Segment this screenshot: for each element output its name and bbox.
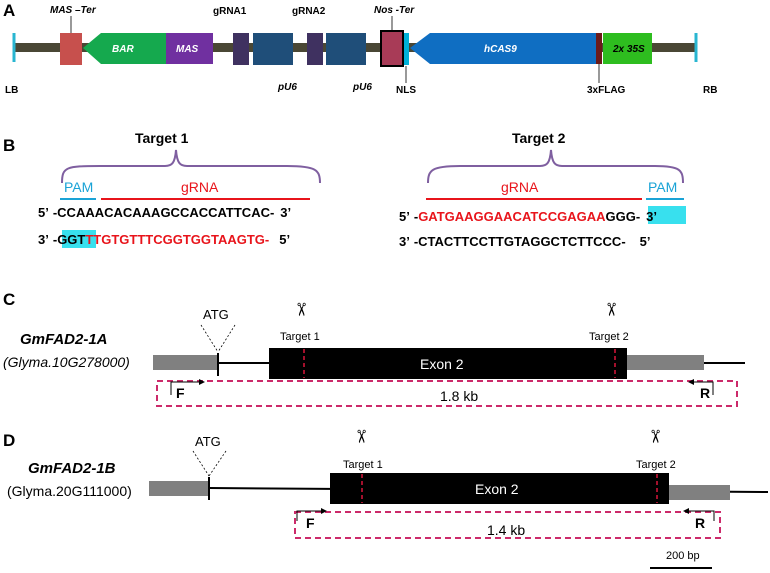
target2-title: Target 2 [512,130,566,146]
gene-1b-name: GmFAD2-1B [28,460,116,477]
gene-1b-exon2 [330,473,669,504]
gene-1b-atg: ATG [195,434,221,449]
gene-1b-id: (Glyma.20G111000) [7,483,132,499]
gene-1a-atg-pointer-right [217,324,236,353]
gene-1a-primer-r-arrow [690,381,714,395]
gene-1b-target2-label: Target 2 [636,459,676,471]
gene-1b-primer-r-head [683,508,689,514]
grna1-element [233,33,249,65]
pu6-promoter-1 [253,33,293,65]
target2-top-strand: 5’-GATGAAGGAACATCCGAGAAGGG-3’ [399,209,657,224]
scissors-icon: ✂ [600,302,621,317]
gene-1a-target2-label: Target 2 [589,331,629,343]
gene-model-1b: GmFAD2-1B (Glyma.20G111000) ATG Exon 2 ✂… [7,429,769,569]
panel-d-letter: D [3,431,15,450]
gene-1b-primer-r: R [695,515,705,531]
target1-bottom-strand: 3’-GGTTTGTGTTTCGGTGGTAAGTG-5’ [38,232,290,247]
rb-label: RB [703,85,717,96]
gene-1b-target1-label: Target 1 [343,459,383,471]
mas-label: MAS [176,44,199,55]
scale-bar-label: 200 bp [666,550,700,562]
hcas9-label: hCAS9 [484,44,517,55]
lb-label: LB [5,85,18,96]
gene-1a-primer-r-head [688,379,694,385]
gene-1b-amplicon-box [294,511,721,539]
target2-group: Target 2 gRNA PAM 5’-GATGAAGGAACATCCGAGA… [399,130,686,249]
target2-pam-label: PAM [648,179,677,195]
target2-grna-label: gRNA [501,179,539,195]
panel-a-letter: A [3,1,15,20]
nls-element [404,33,409,65]
nls-label: NLS [396,85,416,96]
mas-promoter [166,33,213,64]
grna1-label: gRNA1 [213,6,247,17]
panel-c-letter: C [3,290,15,309]
scissors-icon: ✂ [350,429,371,444]
gene-model-1a: GmFAD2-1A (Glyma.10G278000) ATG Exon 2 ✂… [3,302,745,407]
gene-1a-target1-label: Target 1 [280,331,320,343]
gene-1a-exon2-label: Exon 2 [420,356,464,372]
gene-1a-name: GmFAD2-1A [20,331,108,348]
nos-ter-label: Nos -Ter [374,5,415,16]
pu6-2-label: pU6 [352,82,372,93]
gene-1b-primer-f-arrow [296,510,325,521]
gene-1a-atg-pointer-left [200,324,219,353]
target1-pam-label: PAM [64,179,93,195]
scissors-icon: ✂ [290,302,311,317]
gene-1a-5utr [153,355,218,370]
gene-1b-exon2-label: Exon 2 [475,481,519,497]
bar-label: BAR [112,44,134,55]
gene-1a-primer-r: R [700,385,710,401]
gene-1a-exon2 [269,348,627,379]
target1-pam-highlight [62,230,96,248]
promoter-35s-label: 2x 35S [612,44,645,55]
mas-ter-element [60,33,82,65]
flag-tag [596,33,602,64]
target2-pam-highlight [648,206,686,224]
vector-map: BAR MAS hCAS9 2x 35S MAS –Ter gRNA1 gRNA… [5,5,717,96]
pu6-promoter-2 [326,33,366,65]
nos-ter-element [380,30,404,67]
gene-1b-primer-r-arrow [685,510,715,521]
gene-1a-primer-f-head [199,379,205,385]
target1-bracket [61,149,321,184]
target1-top-strand: 5’-CCAAACACAAAGCCACCATTCAC-3’ [38,205,291,220]
gene-1a-amplicon-box [156,380,738,407]
target1-title: Target 1 [135,130,189,146]
gene-1a-id: (Glyma.10G278000) [3,354,130,370]
grna2-element [307,33,323,65]
scissors-icon: ✂ [644,429,665,444]
gene-1a-atg: ATG [203,307,229,322]
gene-1a-primer-f-arrow [170,381,203,395]
gene-1b-atg-pointer-right [208,450,227,477]
gene-1b-atg-pointer-left [192,450,210,477]
gene-1a-primer-f: F [176,385,185,401]
bar-gene-arrow [83,33,166,64]
promoter-35s [603,33,652,64]
panel-b-letter: B [3,136,15,155]
target1-group: Target 1 PAM gRNA 5’-CCAAACACAAAGCCACCAT… [38,130,321,248]
pu6-1-label: pU6 [277,82,297,93]
gene-1b-5utr [149,481,209,496]
gene-1b-amplicon-size: 1.4 kb [487,522,525,538]
gene-1a-3utr [627,355,704,370]
target2-bracket [427,149,684,184]
gene-1b-3utr [669,485,730,500]
target1-grna-label: gRNA [181,179,219,195]
gene-1a-amplicon-size: 1.8 kb [440,388,478,404]
gene-1b-primer-f: F [306,515,315,531]
mas-ter-label: MAS –Ter [50,5,97,16]
flag-label: 3xFLAG [587,85,626,96]
grna2-label: gRNA2 [292,6,326,17]
target2-bottom-strand: 3’-CTACTTCCTTGTAGGCTCTTCCC-5’ [399,234,651,249]
hcas9-arrow [410,33,596,64]
gene-1b-primer-f-head [321,508,327,514]
